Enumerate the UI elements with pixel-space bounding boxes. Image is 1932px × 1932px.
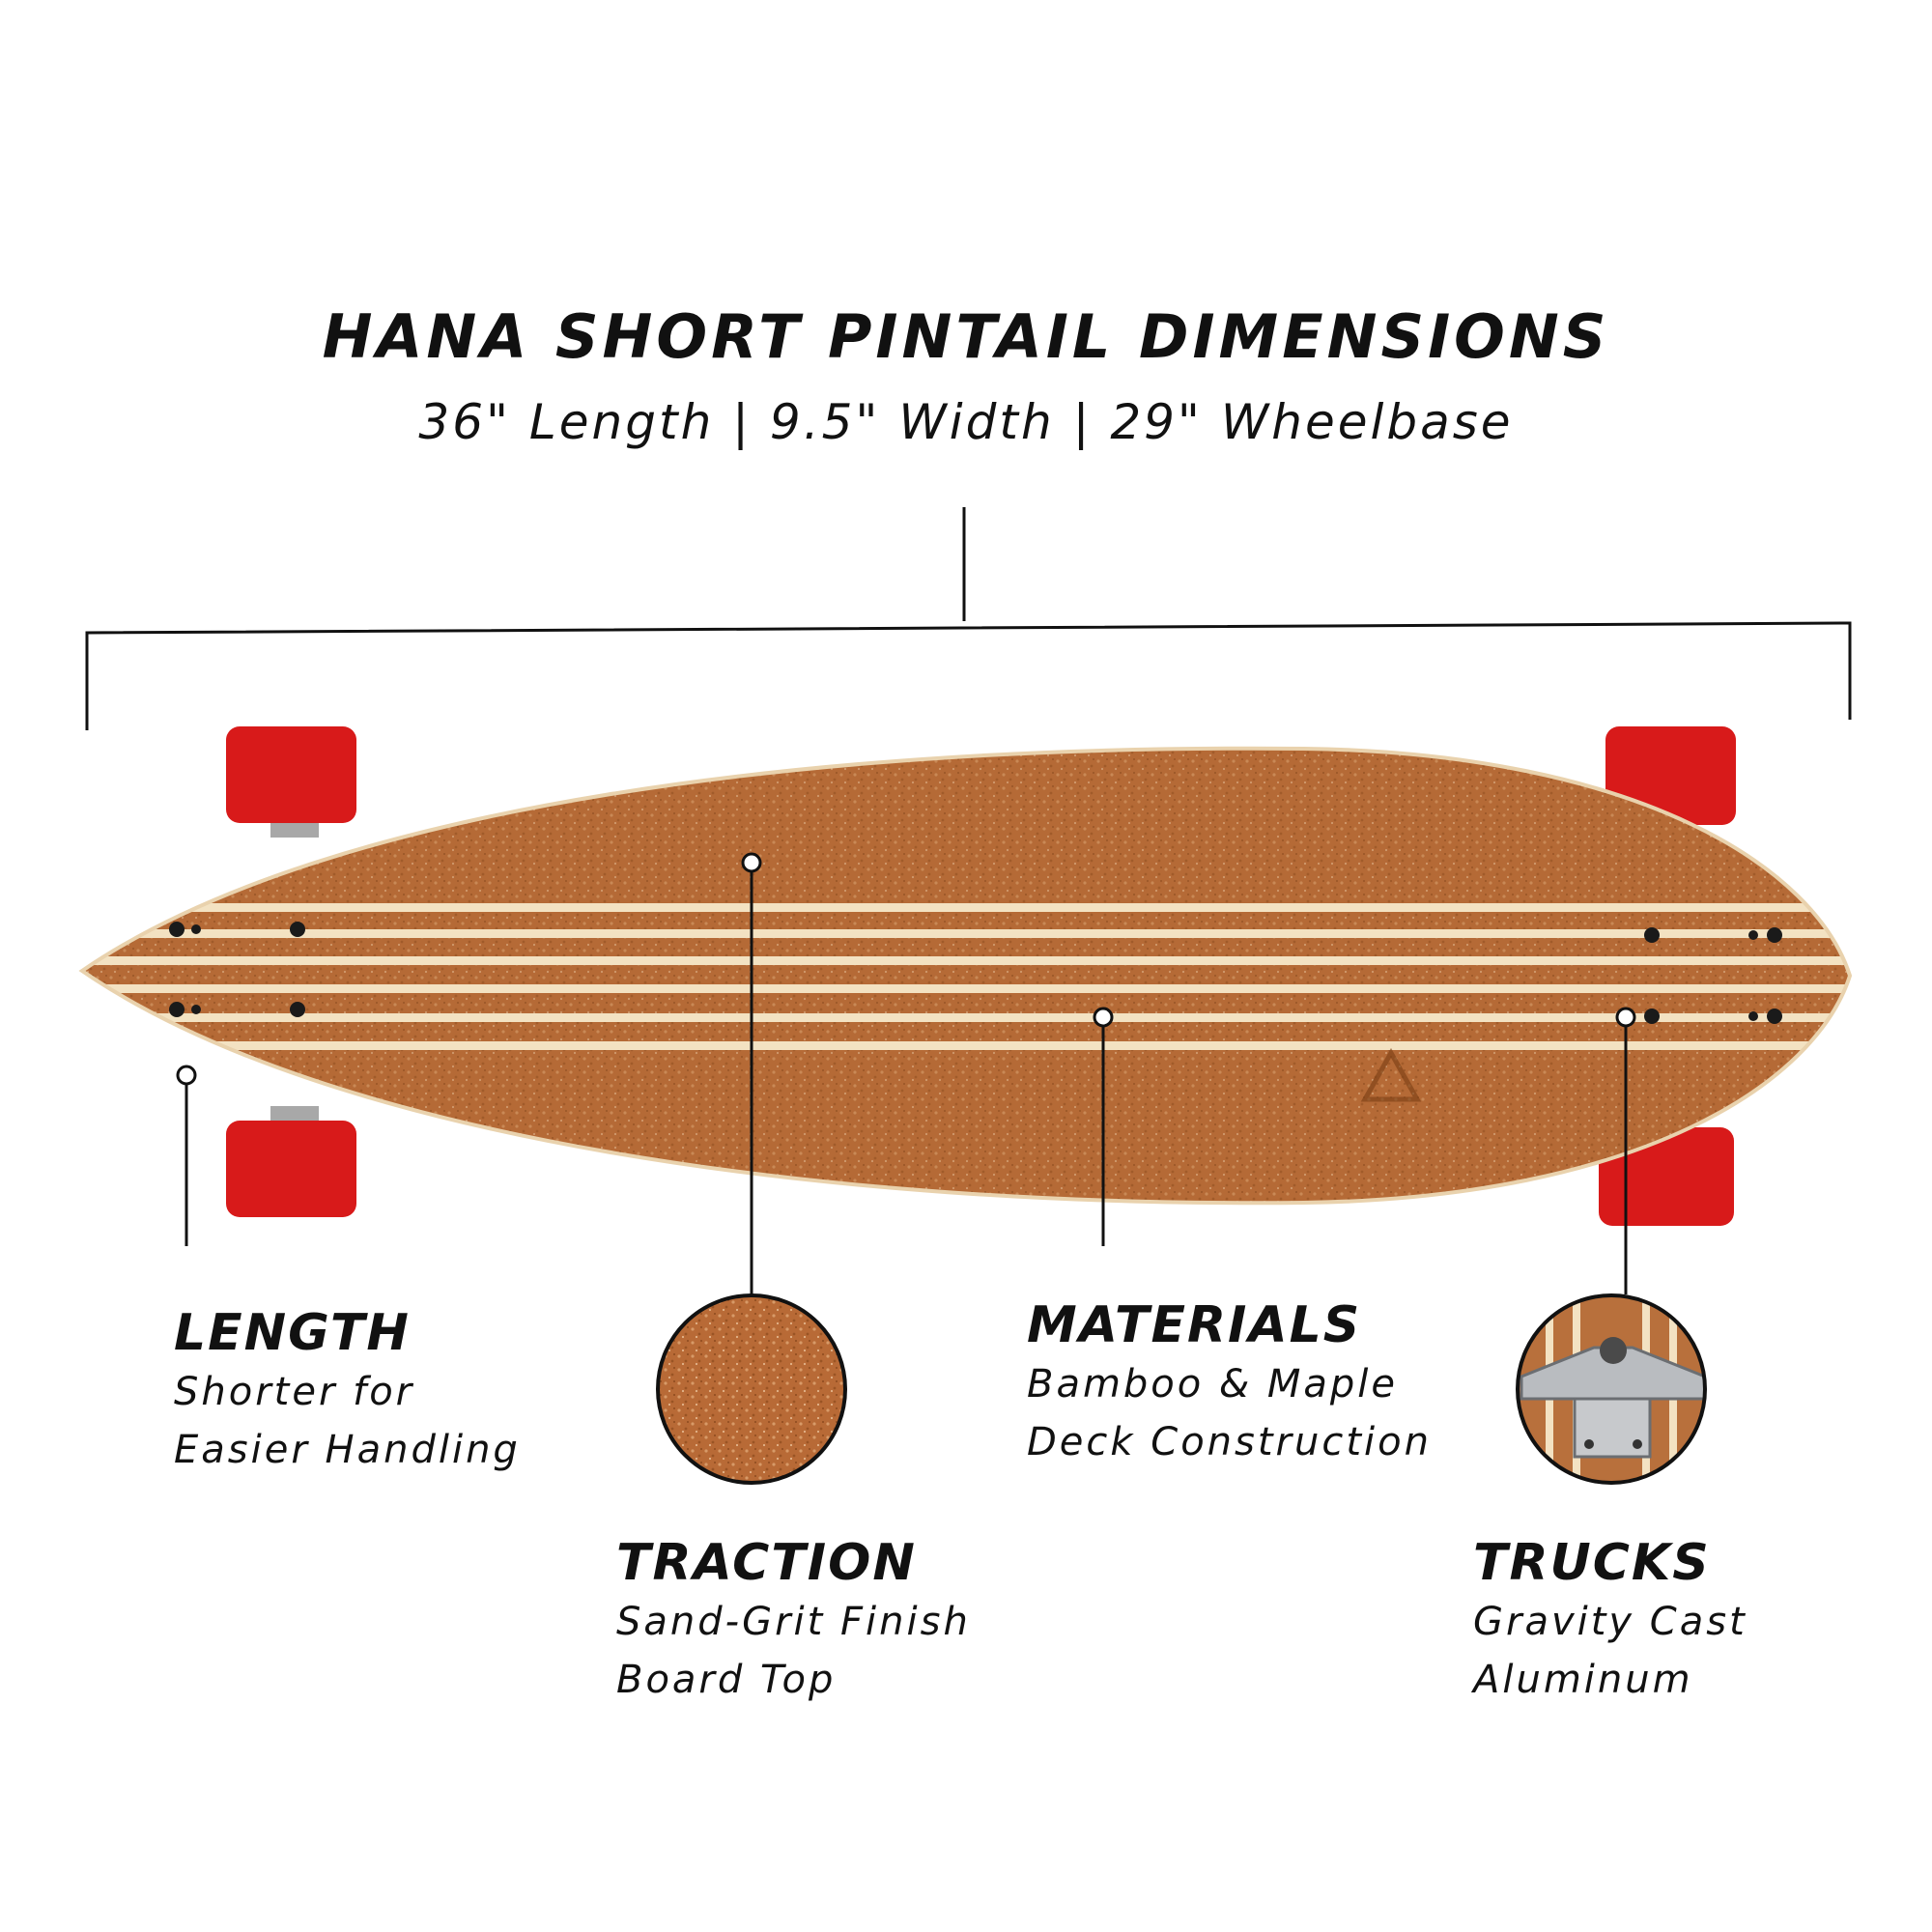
wheel-bottom-left xyxy=(226,1121,356,1217)
mounting-bolts xyxy=(169,922,1782,1024)
trucks-detail-image xyxy=(1516,1293,1707,1485)
length-title: LENGTH xyxy=(174,1304,411,1362)
length-line-1: Shorter for xyxy=(174,1370,415,1414)
length-line-2: Easier Handling xyxy=(174,1428,521,1472)
logo-mark xyxy=(1360,1047,1422,1102)
materials-title: MATERIALS xyxy=(1027,1296,1362,1354)
wheel-top-left xyxy=(226,726,356,823)
page-title: HANA SHORT PINTAIL DIMENSIONS xyxy=(322,301,1610,372)
callout-length xyxy=(176,1065,197,1246)
traction-line-1: Sand-Grit Finish xyxy=(616,1600,971,1644)
traction-title: TRACTION xyxy=(616,1534,917,1592)
materials-line-1: Bamboo & Maple xyxy=(1027,1362,1399,1406)
callout-traction xyxy=(741,852,762,1294)
dimension-bracket xyxy=(85,507,1852,730)
materials-line-2: Deck Construction xyxy=(1027,1420,1432,1464)
traction-line-2: Board Top xyxy=(616,1658,837,1702)
trucks-line-1: Gravity Cast xyxy=(1473,1600,1747,1644)
traction-detail-image xyxy=(656,1293,847,1485)
dimensions-subtitle: 36" Length | 9.5" Width | 29" Wheelbase xyxy=(418,394,1514,450)
callout-materials xyxy=(1093,1007,1114,1246)
trucks-line-2: Aluminum xyxy=(1473,1658,1693,1702)
trucks-title: TRUCKS xyxy=(1473,1534,1711,1592)
left-trucks xyxy=(226,726,356,1217)
callout-trucks xyxy=(1615,1007,1636,1294)
deck-stripes xyxy=(82,903,1850,1050)
